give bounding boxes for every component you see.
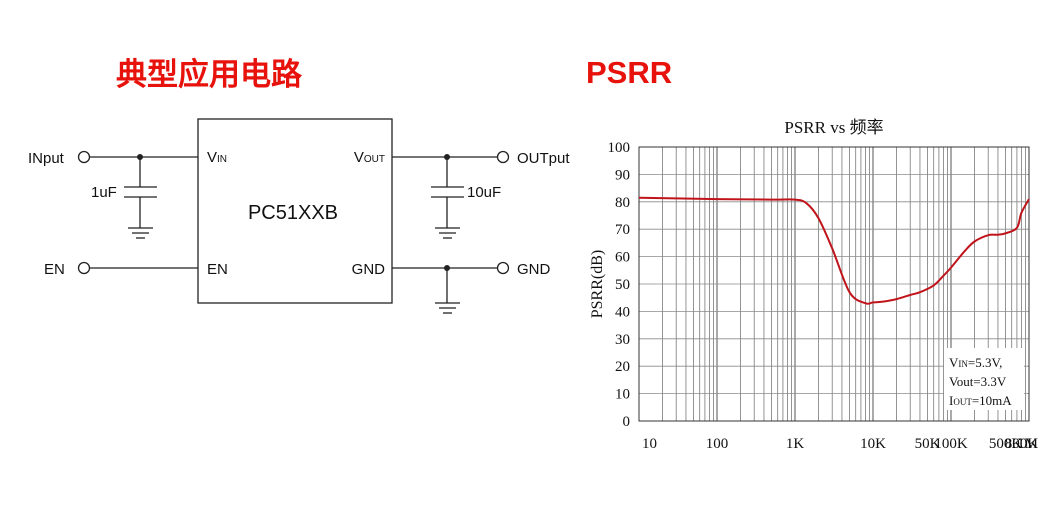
output-capacitor-label: 10uF <box>467 184 501 201</box>
y-axis-label: PSRR(dB) <box>589 250 606 318</box>
typical-application-circuit: PC51XXB VIN VOUT EN GND INput 1uF EN OUT <box>28 118 570 314</box>
pin-gnd-label: GND <box>352 261 386 278</box>
gnd-net <box>392 261 510 314</box>
output-terminal-label: OUTput <box>517 150 570 167</box>
pin-vout-label: VOUT <box>354 149 385 166</box>
x-tick-label: 100 <box>706 436 729 452</box>
y-tick-label: 50 <box>615 277 630 293</box>
y-tick-label: 20 <box>615 359 630 375</box>
y-tick-label: 90 <box>615 167 630 183</box>
pin-en-label: EN <box>207 261 228 278</box>
en-terminal-label: EN <box>44 261 65 278</box>
y-tick-label: 30 <box>615 332 630 348</box>
annotation-vout: Vout=3.3V <box>949 374 1007 389</box>
pin-vin-label: VIN <box>207 149 227 166</box>
chart-grid <box>639 147 1029 421</box>
annotation-vin: VIN=5.3V, <box>949 355 1002 370</box>
y-tick-label: 60 <box>615 250 630 266</box>
annotation-iout: IOUT=10mA <box>949 393 1012 408</box>
y-tick-label: 80 <box>615 195 630 211</box>
x-tick-label: 100K <box>934 436 968 452</box>
x-tick-label: 1K <box>786 436 805 452</box>
output-net <box>392 150 510 239</box>
psrr-heading: PSRR <box>586 55 673 90</box>
chart-title: PSRR vs 频率 <box>784 118 883 137</box>
chart-annotation: VIN=5.3V, Vout=3.3V IOUT=10mA <box>944 348 1024 410</box>
y-tick-label: 40 <box>615 304 630 320</box>
y-tick-label: 100 <box>608 140 631 156</box>
input-terminal-label: INput <box>28 150 65 167</box>
x-tick-label: 800K <box>1005 436 1039 452</box>
x-tick-label: 50K <box>915 436 941 452</box>
gnd-terminal-label: GND <box>517 261 551 278</box>
y-tick-label: 0 <box>623 414 631 430</box>
y-tick-label: 70 <box>615 222 630 238</box>
plot-area <box>638 146 1030 422</box>
input-capacitor-label: 1uF <box>91 184 117 201</box>
psrr-series-line <box>638 196 1030 305</box>
circuit-heading: 典型应用电路 <box>116 57 302 92</box>
input-net <box>77 150 198 239</box>
x-tick-label: 10K <box>860 436 886 452</box>
y-tick-label: 10 <box>615 387 630 403</box>
x-tick-label: 10 <box>642 436 657 452</box>
chip-name: PC51XXB <box>248 202 338 224</box>
x-tick-label: 1M <box>1017 436 1038 452</box>
en-net <box>77 261 198 275</box>
x-tick-label: 500K <box>989 436 1023 452</box>
regulator-chip <box>197 118 393 304</box>
